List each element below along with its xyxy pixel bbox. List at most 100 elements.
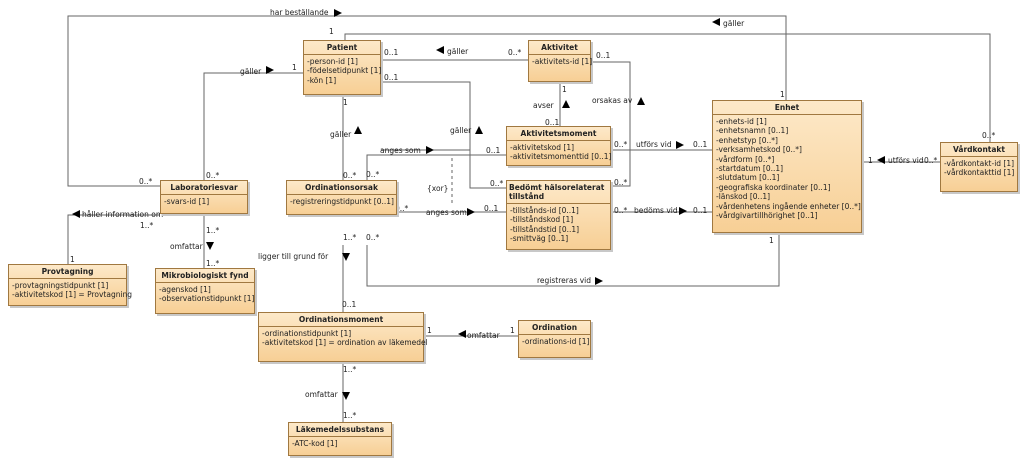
attr-list: -ordinationstidpunkt [1] -aktivitetskod …: [259, 327, 428, 350]
attribute: -agenskod [1]: [159, 285, 211, 294]
attribute: -enhetsnamn [0..1]: [716, 126, 789, 136]
mult-akt-enh: 0..1: [596, 51, 611, 60]
arrow-down-icon: [342, 392, 350, 400]
mult-bed-ord: 0..1: [484, 204, 499, 213]
label-orsakas-av: orsakas av: [592, 96, 633, 105]
class-patient[interactable]: Patient -person-id [1] -födelsetidpunkt …: [303, 40, 381, 95]
attribute: -ordinationstidpunkt [1]: [262, 329, 352, 338]
label-har-bestallande: har beställande: [270, 8, 329, 17]
mult-lab-mik-1: 1..*: [206, 226, 220, 235]
attribute: -slutdatum [0..1]: [716, 173, 780, 183]
label-omfattar-3: omfattar: [305, 390, 339, 399]
mult-om-ordination-r: 1: [510, 326, 515, 335]
attribute: -födelsetidpunkt [1]: [307, 66, 382, 76]
class-name: Ordination: [519, 321, 590, 335]
mult-mom-akt: 0..1: [545, 118, 560, 127]
class-ordinationsorsak[interactable]: Ordinationsorsak -registreringstidpunkt …: [286, 180, 397, 215]
class-laboratoriesvar[interactable]: Laboratoriesvar -svars-id [1]: [160, 180, 248, 214]
class-name: Patient: [304, 41, 380, 55]
class-enhet[interactable]: Enhet -enhets-id [1] -enhetsnamn [0..1] …: [712, 100, 862, 233]
attribute: -aktivitetskod [1]: [510, 143, 575, 152]
mult-bed-enh: 0..*: [614, 206, 628, 215]
arrow-right-icon: [679, 207, 687, 215]
mult-ord-bed: 0..*: [395, 204, 409, 213]
attribute: -vårdkontakt-id [1]: [944, 159, 1015, 168]
arrow-down-icon: [342, 253, 350, 261]
mult-pat-akt: 0..1: [384, 48, 399, 57]
assoc-galler-top: [344, 33, 991, 142]
arrow-up-icon: [354, 126, 362, 134]
mult-pat-ord: 1: [343, 98, 348, 107]
attr-list: -person-id [1] -födelsetidpunkt [1] -kön…: [304, 55, 382, 87]
class-aktivitet[interactable]: Aktivitet -aktivitets-id [1]: [528, 40, 593, 82]
label-utfors-vid-2: utförs vid: [888, 156, 924, 165]
attribute: -geografiska koordinater [0..1]: [716, 182, 831, 192]
arrow-right-icon: [467, 208, 475, 216]
mult-mom-1: 0..1: [486, 146, 501, 155]
class-name: Aktivitetsmoment: [507, 127, 610, 141]
class-name: Läkemedelssubstans: [289, 423, 391, 437]
attribute: -provtagningstidpunkt [1]: [12, 281, 109, 290]
attribute: -aktivitetskod [1] = Provtagning: [12, 290, 133, 300]
label-bedoms-vid: bedöms vid: [634, 206, 678, 215]
class-name: Vårdkontakt: [941, 143, 1017, 157]
class-provtagning[interactable]: Provtagning -provtagningstidpunkt [1] -a…: [8, 264, 133, 306]
attribute: -vårdgivartillhörighet [0..1]: [716, 211, 818, 221]
attribute: -vårdkontakttid [1]: [944, 168, 1015, 178]
mult-pat-right: 0..1: [384, 73, 399, 82]
label-avser: avser: [533, 101, 555, 110]
attribute: -ordinations-id [1]: [522, 337, 590, 346]
mult-om-ordination-l: 1: [427, 326, 432, 335]
attribute: -vårdenhetens ingående enheter [0..*]: [716, 201, 861, 211]
class-ordination[interactable]: Ordination -ordinations-id [1]: [518, 320, 591, 358]
arrow-left-icon: [712, 18, 720, 26]
arrow-up-icon: [562, 100, 570, 108]
mult-enh-bottom: 1: [769, 236, 774, 245]
label-utfors-vid-1: utförs vid: [636, 140, 672, 149]
class-aktivitetsmoment[interactable]: Aktivitetsmoment -aktivitetskod [1] -akt…: [506, 126, 611, 166]
mult-ord-bottom-1: 1..*: [343, 233, 357, 242]
label-omfattar-1: omfattar: [170, 242, 204, 251]
mult-bed-akt: 0..*: [614, 178, 628, 187]
class-name: Provtagning: [9, 265, 126, 279]
class-ordinationsmoment[interactable]: Ordinationsmoment -ordinationstidpunkt […: [258, 312, 428, 362]
class-lakemedelssubstans[interactable]: Läkemedelssubstans -ATC-kod [1]: [288, 422, 392, 456]
attr-list: -tillstånds-id [0..1] -tillståndskod [1]…: [507, 204, 610, 246]
mult-lab-pat-b: 0..*: [206, 171, 220, 180]
attribute: -enhetstyp [0..*]: [716, 135, 778, 145]
mult-enh-top: 1: [780, 90, 785, 99]
attr-list: -vårdkontakt-id [1] -vårdkontakttid [1]: [941, 157, 1017, 180]
mult-enh-mom: 0..1: [693, 140, 708, 149]
arrow-right-icon: [676, 141, 684, 149]
arrow-up-icon: [475, 126, 483, 134]
attribute: -aktivitets-id [1]: [532, 57, 593, 66]
attribute: -länskod [0..1]: [716, 192, 771, 202]
mult-ord-bottom-2: 0..*: [366, 233, 380, 242]
attr-list: -ATC-kod [1]: [289, 437, 391, 450]
attribute: -smittväg [0..1]: [510, 234, 569, 244]
attribute: -aktivitetsmomenttid [0..1]: [510, 152, 612, 162]
mult-om-ord: 0..1: [342, 300, 357, 309]
class-name: Bedömt hälsorelaterat tillstånd: [507, 181, 610, 204]
mult-mom-enh: 0..*: [614, 140, 628, 149]
mult-vk-enh: 0..*: [924, 156, 938, 165]
mult-vk-top: 0..*: [982, 131, 996, 140]
class-name: Mikrobiologiskt fynd: [156, 269, 254, 283]
attribute: -tillståndstid [0..1]: [510, 224, 580, 234]
attribute: -person-id [1]: [307, 57, 358, 66]
arrow-down-icon: [206, 242, 214, 250]
label-galler-ord-pat: gäller: [330, 130, 352, 139]
mult-lab-mik-2: 1..*: [206, 259, 220, 268]
arrow-right-icon: [334, 9, 342, 17]
class-vardkontakt[interactable]: Vårdkontakt -vårdkontakt-id [1] -vårdkon…: [940, 142, 1018, 192]
arrow-left-icon: [877, 156, 885, 164]
arrow-right-icon: [595, 277, 603, 285]
mult-lab-top: 0..*: [139, 177, 153, 186]
arrow-left-icon: [458, 330, 466, 338]
class-bedomt-halsorelaterat-tillstand[interactable]: Bedömt hälsorelaterat tillstånd -tillstå…: [506, 180, 611, 250]
assoc-har-bestallande: [67, 15, 787, 187]
attr-list: -provtagningstidpunkt [1] -aktivitetskod…: [9, 279, 133, 302]
class-mikrobiologiskt-fynd[interactable]: Mikrobiologiskt fynd -agenskod [1] -obse…: [155, 268, 255, 314]
